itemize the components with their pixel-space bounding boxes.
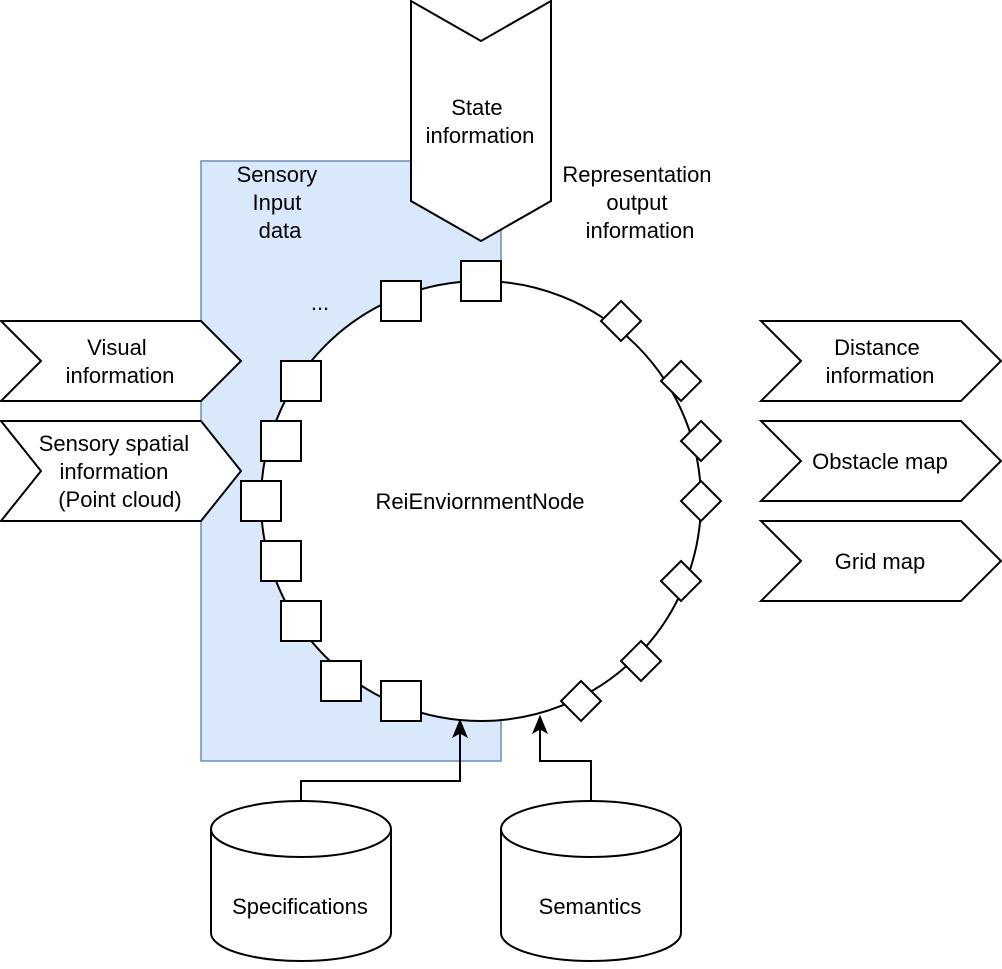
input-port	[380, 280, 422, 322]
input-port	[260, 540, 302, 582]
sensory-label-line: data	[259, 218, 303, 243]
sensory-spatial-label-line: information	[60, 459, 169, 484]
input-port	[320, 660, 362, 702]
input-port	[460, 260, 502, 302]
output-port	[559, 679, 603, 723]
state-label-line: information	[426, 123, 535, 148]
state-label-line: State	[451, 95, 502, 120]
input-port	[280, 600, 322, 642]
representation-label-line: information	[586, 218, 695, 243]
semantics-label: Semantics	[539, 894, 642, 919]
sensory-spatial-information-shape	[0, 420, 243, 522]
specifications-cylinder-body	[210, 800, 392, 962]
output-port	[619, 639, 663, 683]
semantics-connector	[539, 727, 592, 801]
distance-information-shape	[758, 320, 1002, 402]
output-port	[679, 479, 723, 523]
input-port	[260, 420, 302, 462]
representation-label-line: output	[606, 190, 667, 215]
state-information-label: State information	[426, 95, 535, 148]
specifications-cylinder-rim	[210, 828, 392, 858]
output-port	[679, 419, 723, 463]
sensory-spatial-label-line: (Point cloud)	[58, 487, 182, 512]
semantics-cylinder-rim	[500, 828, 682, 858]
obstacle-map-shape	[758, 420, 1002, 502]
specifications-connector	[300, 731, 461, 801]
output-port	[659, 559, 703, 603]
environment-node-label: ReiEnviornmentNode	[375, 489, 584, 514]
semantics-arrowhead	[531, 714, 549, 735]
obstacle-map-label: Obstacle map	[812, 449, 948, 474]
output-port	[659, 359, 703, 403]
distance-label-line: information	[826, 363, 935, 388]
input-port	[280, 360, 322, 402]
semantics-database: Semantics	[500, 800, 682, 962]
visual-information-shape	[0, 320, 243, 402]
representation-output-label: Representation output information	[562, 162, 717, 243]
input-port	[240, 480, 282, 522]
sensory-spatial-information-label: Sensory spatial information (Point cloud…	[39, 431, 196, 512]
grid-map-shape	[758, 520, 1002, 602]
visual-information-label: Visual information	[66, 335, 175, 388]
sensory-input-label: Sensory Input data	[237, 162, 324, 243]
representation-label-line: Representation	[562, 162, 711, 187]
distance-label-line: Distance	[834, 335, 920, 360]
sensory-spatial-label-line: Sensory spatial	[39, 431, 189, 456]
specifications-arrowhead	[451, 718, 469, 739]
ellipsis-label: ...	[311, 290, 329, 315]
grid-map-label: Grid map	[835, 549, 925, 574]
specifications-label: Specifications	[232, 894, 368, 919]
semantics-cylinder-body	[500, 800, 682, 962]
state-information-shape	[410, 0, 552, 243]
visual-label-line: Visual	[87, 335, 147, 360]
output-port	[599, 299, 643, 343]
specifications-database: Specifications	[210, 800, 392, 962]
input-port	[380, 680, 422, 722]
sensory-label-line: Input	[252, 190, 301, 215]
distance-information-label: Distance information	[826, 335, 935, 388]
visual-label-line: information	[66, 363, 175, 388]
sensory-label-line: Sensory	[237, 162, 318, 187]
